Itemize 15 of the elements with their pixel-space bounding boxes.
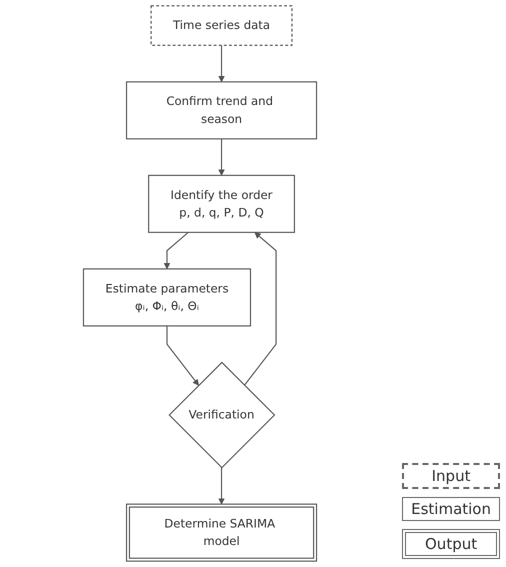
arrow	[218, 138, 225, 176]
arrow	[166, 326, 199, 386]
arrow	[218, 45, 225, 82]
legend-item: Input	[402, 463, 500, 489]
node-box: Determine SARIMA model	[126, 504, 318, 562]
arrow	[218, 468, 225, 504]
legend-item: Estimation	[402, 497, 500, 521]
node-box: Estimate parameters φᵢ, Φᵢ, θᵢ, Θᵢ	[82, 268, 252, 326]
legend-item: Output	[402, 529, 500, 559]
node-box: Confirm trend and season	[126, 81, 318, 140]
node-box: Identify the order p, d, q, P, D, Q	[148, 174, 295, 233]
arrow	[164, 232, 189, 270]
node-diamond: Verification	[168, 362, 276, 468]
arrow	[244, 232, 277, 386]
node-box: Time series data	[150, 5, 292, 46]
